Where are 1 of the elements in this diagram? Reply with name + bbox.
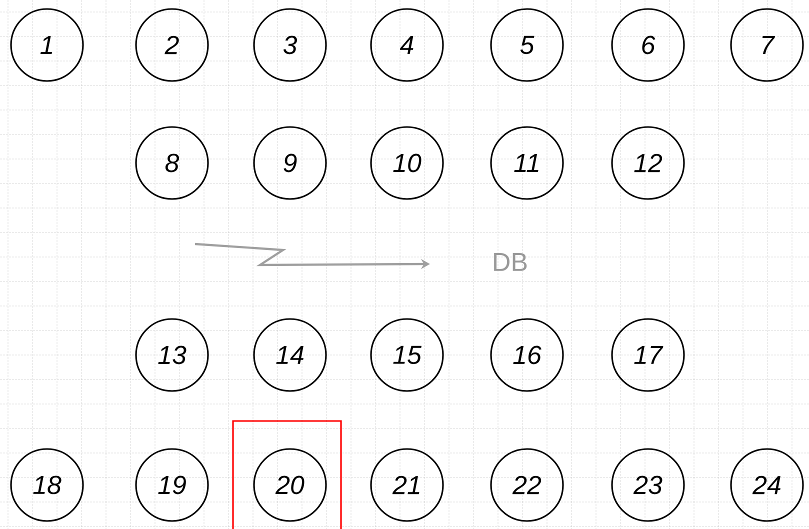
direction-label: DB <box>494 253 527 271</box>
